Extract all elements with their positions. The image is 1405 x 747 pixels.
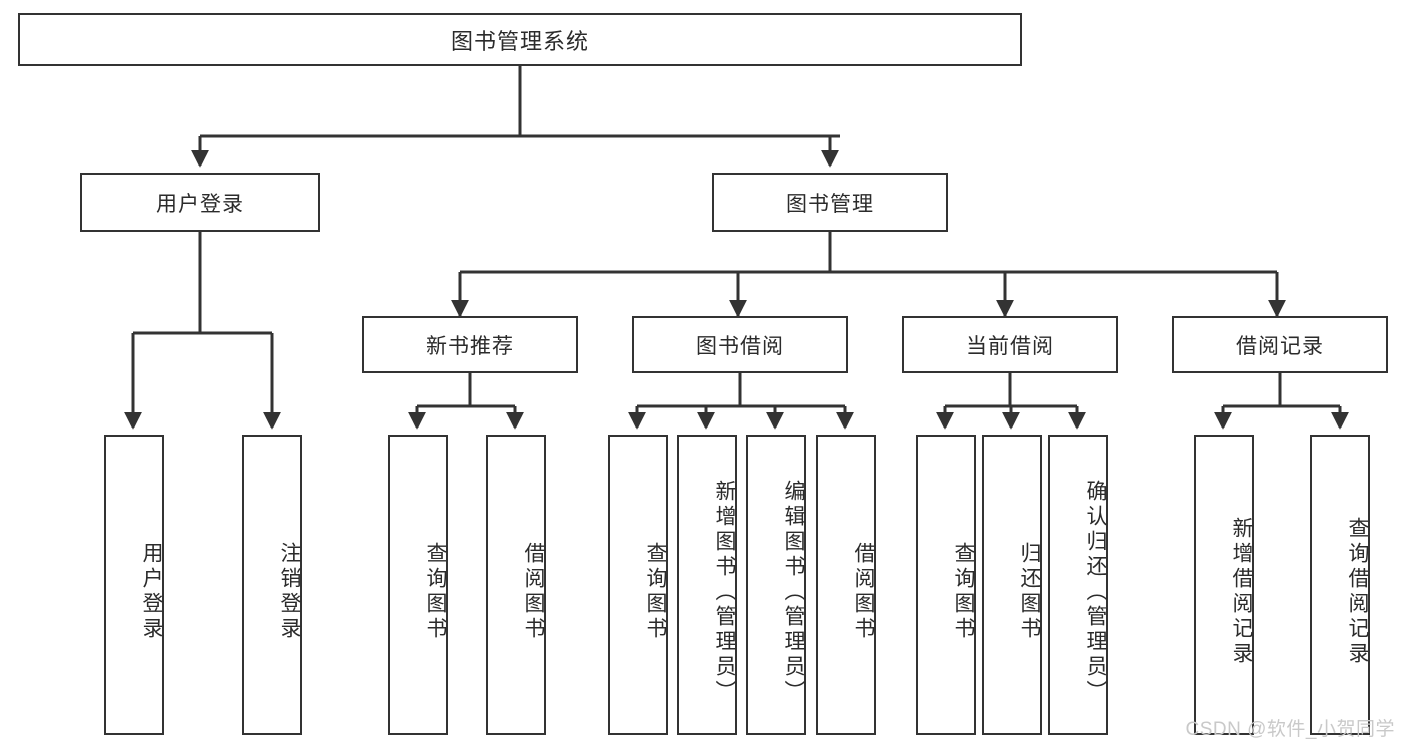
leaf-query-book-1-label: 查询图书: [424, 542, 447, 642]
leaf-return-book-label: 归还图书: [1018, 542, 1041, 642]
watermark-text: CSDN @软件_小贺同学: [1185, 719, 1395, 740]
node-root[interactable]: 图书管理系统: [18, 13, 1022, 66]
leaf-query-book-3[interactable]: 查询图书: [916, 435, 976, 735]
node-book-manage-label: 图书管理: [786, 192, 874, 216]
leaf-user-login[interactable]: 用户登录: [104, 435, 164, 735]
leaf-user-login-label: 用户登录: [140, 542, 163, 642]
leaf-add-book[interactable]: 新增图书（管理员）: [677, 435, 737, 735]
leaf-add-book-label: 新增图书（管理员）: [713, 479, 736, 705]
leaf-query-book-2[interactable]: 查询图书: [608, 435, 668, 735]
node-borrow-record[interactable]: 借阅记录: [1172, 316, 1388, 373]
leaf-query-book-2-label: 查询图书: [644, 542, 667, 642]
node-user-login[interactable]: 用户登录: [80, 173, 320, 232]
node-book-borrow[interactable]: 图书借阅: [632, 316, 848, 373]
leaf-add-record[interactable]: 新增借阅记录: [1194, 435, 1254, 735]
leaf-confirm-return-label: 确认归还（管理员）: [1084, 479, 1107, 705]
leaf-query-book-1[interactable]: 查询图书: [388, 435, 448, 735]
leaf-logout-login[interactable]: 注销登录: [242, 435, 302, 735]
leaf-add-record-label: 新增借阅记录: [1230, 517, 1253, 667]
leaf-borrow-book-1[interactable]: 借阅图书: [486, 435, 546, 735]
leaf-edit-book[interactable]: 编辑图书（管理员）: [746, 435, 806, 735]
node-book-manage[interactable]: 图书管理: [712, 173, 948, 232]
leaf-query-book-3-label: 查询图书: [952, 542, 975, 642]
node-user-login-label: 用户登录: [156, 192, 244, 216]
leaf-query-record-label: 查询借阅记录: [1346, 517, 1369, 667]
leaf-logout-login-label: 注销登录: [278, 542, 301, 642]
leaf-confirm-return[interactable]: 确认归还（管理员）: [1048, 435, 1108, 735]
node-current-borrow[interactable]: 当前借阅: [902, 316, 1118, 373]
node-new-book-recommend[interactable]: 新书推荐: [362, 316, 578, 373]
leaf-return-book[interactable]: 归还图书: [982, 435, 1042, 735]
leaf-borrow-book-2[interactable]: 借阅图书: [816, 435, 876, 735]
leaf-edit-book-label: 编辑图书（管理员）: [782, 479, 805, 705]
node-book-borrow-label: 图书借阅: [696, 334, 784, 358]
node-new-book-recommend-label: 新书推荐: [426, 334, 514, 358]
node-root-label: 图书管理系统: [450, 28, 589, 54]
leaf-borrow-book-1-label: 借阅图书: [522, 542, 545, 642]
leaf-borrow-book-2-label: 借阅图书: [852, 542, 875, 642]
leaf-query-record[interactable]: 查询借阅记录: [1310, 435, 1370, 735]
node-borrow-record-label: 借阅记录: [1236, 334, 1324, 358]
node-current-borrow-label: 当前借阅: [966, 334, 1054, 358]
